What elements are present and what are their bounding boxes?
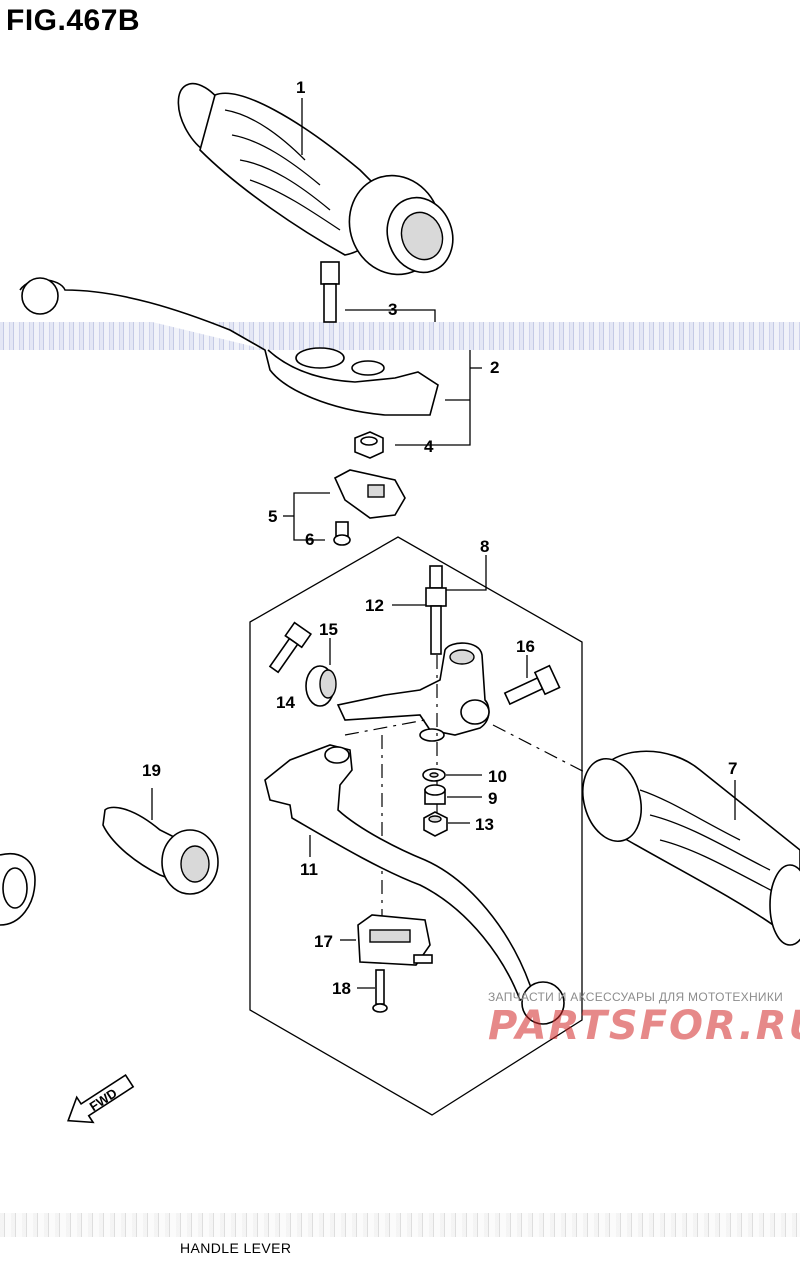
- callout-16: 16: [516, 637, 535, 656]
- scan-artifact-band: [0, 322, 800, 350]
- assembly-outline: [249, 536, 583, 1116]
- watermark-tagline: ЗАПЧАСТИ И АКСЕССУАРЫ ДЛЯ МОТОТЕХНИКИ: [488, 990, 784, 1004]
- watermark-logo: PARTSFOR.RU: [488, 1003, 800, 1049]
- part-1-throttle-grip: [177, 82, 454, 276]
- part-7-left-grip: [582, 750, 800, 946]
- part-11-clutch-lever: [264, 744, 565, 1025]
- callout-4: 4: [424, 437, 434, 456]
- part-15-washer: [305, 665, 337, 707]
- part-9-collar: [424, 784, 446, 805]
- part-19-end-cap: [102, 806, 219, 895]
- fwd-direction-arrow: FWD: [67, 1073, 135, 1124]
- edge-part-left: [0, 853, 36, 926]
- part-4-nut: [354, 431, 384, 459]
- callout-8: 8: [480, 537, 489, 556]
- part-6-screw: [333, 521, 351, 546]
- part-12-bolt: [425, 565, 447, 655]
- callout-9: 9: [488, 789, 497, 808]
- lever-holder: [336, 642, 490, 742]
- callout-7: 7: [728, 759, 737, 778]
- callout-12: 12: [365, 596, 384, 615]
- callout-10: 10: [488, 767, 507, 786]
- callout-2: 2: [490, 358, 499, 377]
- scan-artifact-band-bottom: [0, 1213, 800, 1237]
- part-10-washer: [422, 768, 446, 782]
- part-14-bolt: [268, 621, 313, 674]
- callout-11: 11: [300, 860, 318, 879]
- callout-17: 17: [314, 932, 333, 951]
- callout-14: 14: [276, 693, 295, 712]
- figure-caption: HANDLE LEVER: [180, 1240, 292, 1256]
- part-16-bolt: [503, 664, 561, 706]
- callout-3: 3: [388, 300, 397, 319]
- callout-15: 15: [319, 620, 338, 639]
- callout-6: 6: [305, 530, 314, 549]
- part-2-lever-bracket: [19, 277, 439, 416]
- part-3-bolt: [320, 261, 340, 323]
- callout-19: 19: [142, 761, 161, 780]
- part-5-switch: [333, 469, 406, 519]
- callout-18: 18: [332, 979, 351, 998]
- callout-1: 1: [296, 78, 305, 97]
- callout-5: 5: [268, 507, 277, 526]
- callout-13: 13: [475, 815, 494, 834]
- part-18-screw: [372, 969, 388, 1013]
- part-13-nut: [423, 811, 448, 837]
- part-17-switch: [357, 914, 433, 966]
- figure-title: FIG.467B: [6, 4, 141, 37]
